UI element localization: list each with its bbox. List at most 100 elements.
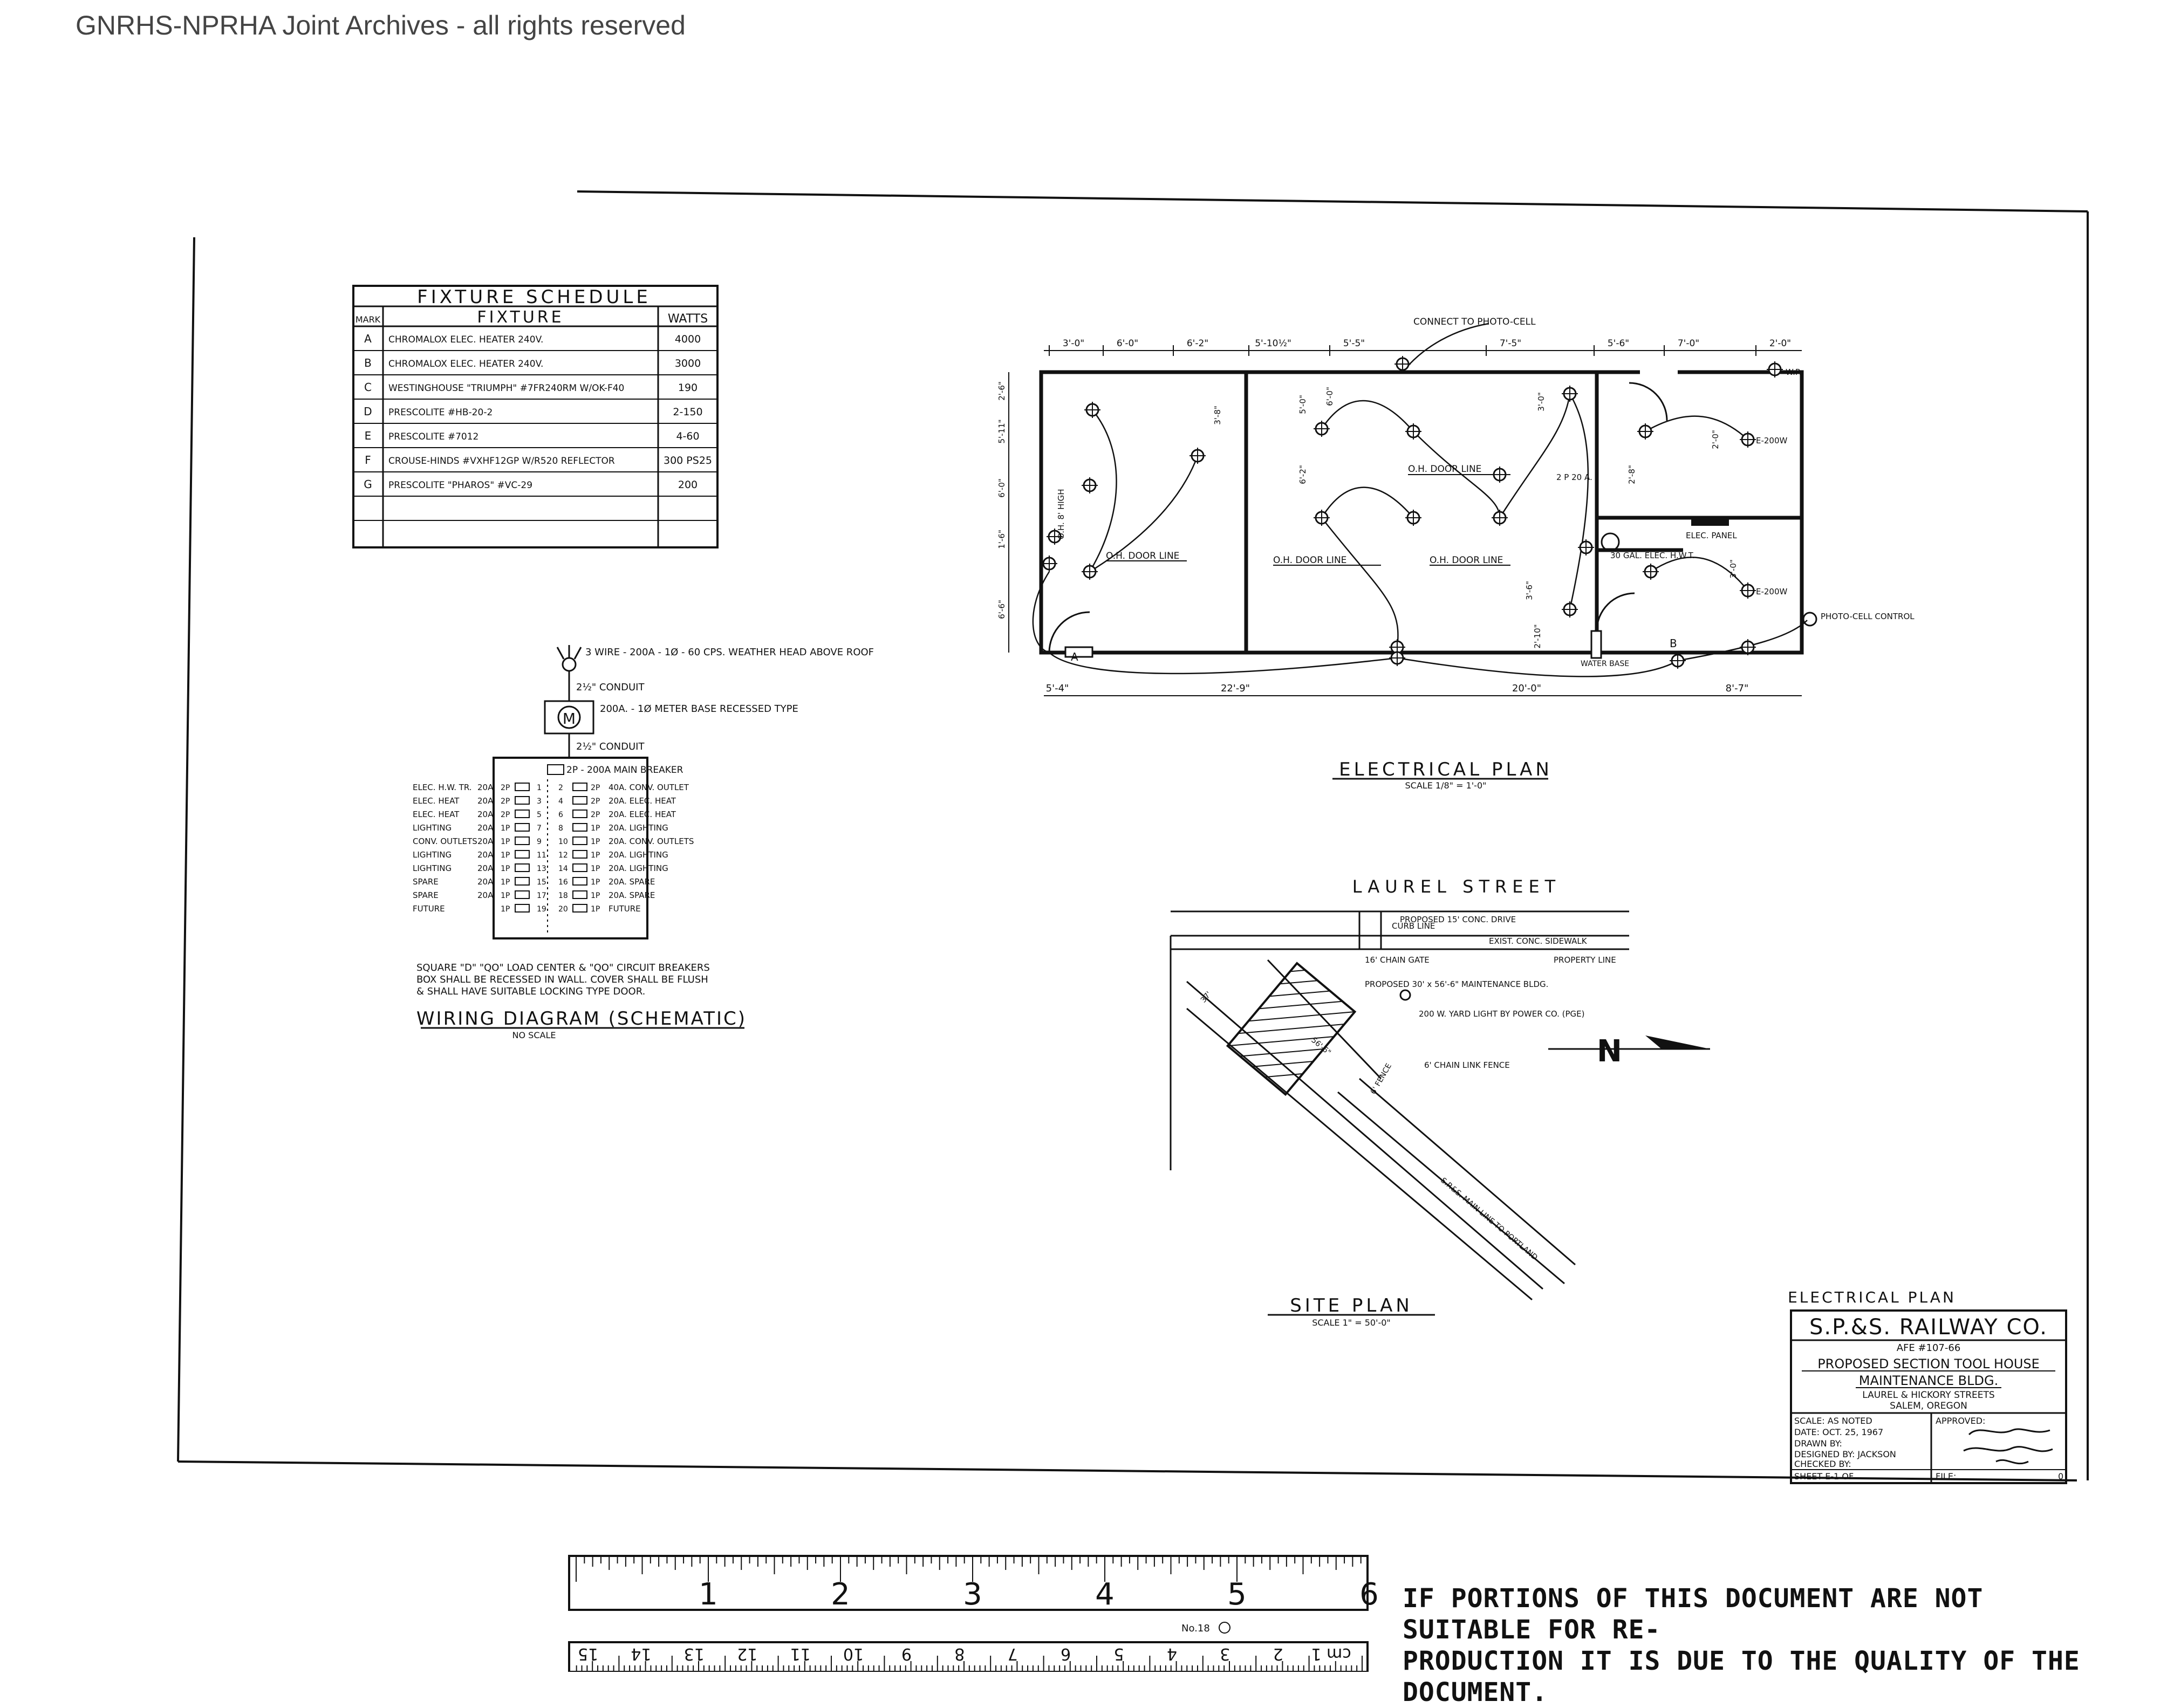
site-plan-title: SITE PLAN	[1290, 1295, 1413, 1316]
circuit-label-left: ELEC. HEAT	[413, 796, 460, 806]
plan-dimension-side: 6'-6"	[997, 600, 1007, 619]
circuit-amp-left: 20A	[477, 890, 494, 900]
circuit-label-right: 20A. ELEC. HEAT	[609, 796, 676, 806]
circuit-number-left: 5	[537, 811, 542, 819]
circuit-pole-left: 1P	[501, 824, 510, 833]
plan-dimension-inner: 2'-0"	[1711, 430, 1720, 449]
circuit-pole-right: 1P	[591, 824, 600, 833]
fixture-mark: G	[364, 478, 372, 491]
circuit-pole-right: 1P	[591, 838, 600, 846]
heater-b-symbol	[1590, 630, 1602, 659]
circuit-pole-left: 1P	[501, 865, 510, 873]
tb-sheet: SHEET E-1 OF	[1794, 1471, 1854, 1481]
ruler-cm-label: 13	[684, 1644, 705, 1663]
ruler-cm-label: 14	[631, 1644, 651, 1663]
plan-dimension-side: 2'-6"	[997, 381, 1007, 401]
plan-dimension-inner: 3'-6"	[1524, 581, 1534, 600]
fixture-watts: 4000	[675, 333, 701, 345]
light-fixture-symbol	[1389, 650, 1405, 666]
circuit-label-right: 20A. CONV. OUTLETS	[609, 836, 694, 846]
circuit-amp-left: 20A	[477, 836, 494, 846]
circuit-number-left: 19	[537, 905, 546, 914]
circuit-number-left: 3	[537, 797, 542, 806]
circuit-pole-right: 1P	[591, 905, 600, 914]
plan-dimension-top: 2'-0"	[1769, 338, 1791, 349]
fixture-watts: 200	[678, 479, 698, 491]
light-fixture-symbol	[1389, 639, 1405, 655]
breaker-symbol	[572, 823, 587, 832]
circuit-pole-left: 1P	[501, 905, 510, 914]
ruler-cm-label: 10	[843, 1644, 864, 1663]
north-arrow-label: N	[1597, 1034, 1622, 1069]
wiring-diagram-title: WIRING DIAGRAM (SCHEMATIC)	[416, 1008, 747, 1030]
fixture-watts: 4-60	[676, 430, 699, 442]
fixture-mark: A	[364, 332, 372, 345]
breaker-symbol	[515, 810, 530, 818]
circuit-pole-left: 1P	[501, 851, 510, 860]
circuit-label-left: ELEC. HEAT	[413, 810, 460, 819]
plan-dimension-top: 5'-5"	[1343, 338, 1365, 349]
plan-dimension-side: 1'-6"	[997, 530, 1007, 549]
circuit-number-right: 8	[558, 824, 563, 833]
north-arrow: N	[1548, 1034, 1710, 1069]
plan-dimension-inner: 2'-10"	[1533, 624, 1542, 648]
circuit-label-right: 20A. SPARE	[609, 890, 655, 900]
breaker-symbol	[515, 890, 530, 899]
light-fixture-symbol	[1643, 564, 1659, 580]
door-line-label-3: O.H. DOOR LINE	[1408, 464, 1481, 475]
plan-dimension-bottom: 8'-7"	[1726, 683, 1749, 694]
light-fixture-symbol	[1637, 423, 1653, 440]
circuit-amp-left: 20A	[477, 863, 494, 873]
breaker-symbol	[515, 836, 530, 845]
company-name: S.P.&S. RAILWAY CO.	[1809, 1315, 2048, 1340]
circuit-amp-left: 20A	[477, 850, 494, 860]
plan-dimension-bottom: 5'-4"	[1046, 683, 1069, 694]
breaker-symbol	[572, 836, 587, 845]
plan-dimension-bottom: 22'-9"	[1221, 683, 1250, 694]
circuit-label-left: ELEC. H.W. TR.	[413, 783, 472, 792]
gate-label: 16' CHAIN GATE	[1365, 955, 1430, 965]
circuit-pole-right: 1P	[591, 878, 600, 887]
e200w-label-1: E-200W	[1756, 436, 1788, 445]
ruler-cm-label: 5	[1113, 1644, 1124, 1663]
light-fixture-symbol	[1047, 529, 1063, 545]
circuit-pole-right: 2P	[591, 784, 600, 792]
breaker-symbol	[572, 796, 587, 805]
door-line-label-4: O.H. DOOR LINE	[1430, 555, 1503, 566]
circuit-pole-right: 1P	[591, 865, 600, 873]
site-plan: LAUREL STREET	[1170, 876, 1710, 1328]
breaker-symbol	[572, 783, 587, 791]
circuit-label-left: FUTURE	[413, 904, 445, 914]
plan-dimension-inner: 5'-0"	[1298, 395, 1308, 414]
circuit-pole-right: 1P	[591, 851, 600, 860]
light-fixture-symbol	[1740, 582, 1756, 599]
drive-label: PROPOSED 15' CONC. DRIVE	[1400, 915, 1516, 924]
ruler-cm-label: 3	[1220, 1644, 1230, 1663]
notice-line-2: PRODUCTION IT IS DUE TO THE QUALITY OF T…	[1403, 1646, 2080, 1707]
light-fixture-symbol	[1405, 510, 1421, 526]
ruler-cm-label: 8	[954, 1644, 965, 1663]
circuit-number-right: 16	[558, 878, 568, 887]
breaker-symbol	[572, 810, 587, 818]
circuit-amp-left: 20A	[477, 823, 494, 833]
fixture-name: CROUSE-HINDS #VXHF12GP W/R520 REFLECTOR	[388, 456, 615, 467]
circuit-number-right: 10	[558, 838, 568, 846]
fixture-watts: 2-150	[673, 406, 702, 418]
heater-a-symbol	[1064, 646, 1093, 658]
breaker-symbol	[515, 904, 530, 913]
electrical-plan-title: ELECTRICAL PLAN	[1339, 759, 1553, 780]
fixture-name: WESTINGHOUSE "TRIUMPH" #7FR240RM W/OK-F4…	[388, 383, 624, 394]
circuit-number-right: 20	[558, 905, 568, 914]
light-fixture-symbol	[1394, 356, 1411, 372]
door-line-label-1: O.H. DOOR LINE	[1106, 551, 1179, 561]
breaker-symbol	[572, 877, 587, 886]
circuit-label-left: SPARE	[413, 877, 439, 887]
tb-file-number: 0	[2058, 1471, 2063, 1481]
light-fixture-symbol	[1492, 510, 1508, 526]
fixture-watts: 300 PS25	[664, 455, 712, 467]
title-block-header: ELECTRICAL PLAN	[1788, 1288, 1956, 1306]
side-door-note: O.H. 8' HIGH	[1056, 489, 1066, 539]
plan-dimension-top: 6'-0"	[1117, 338, 1138, 349]
title-block: ELECTRICAL PLAN S.P.&S. RAILWAY CO. AFE …	[1788, 1288, 2067, 1484]
circuit-number-right: 14	[558, 865, 568, 873]
